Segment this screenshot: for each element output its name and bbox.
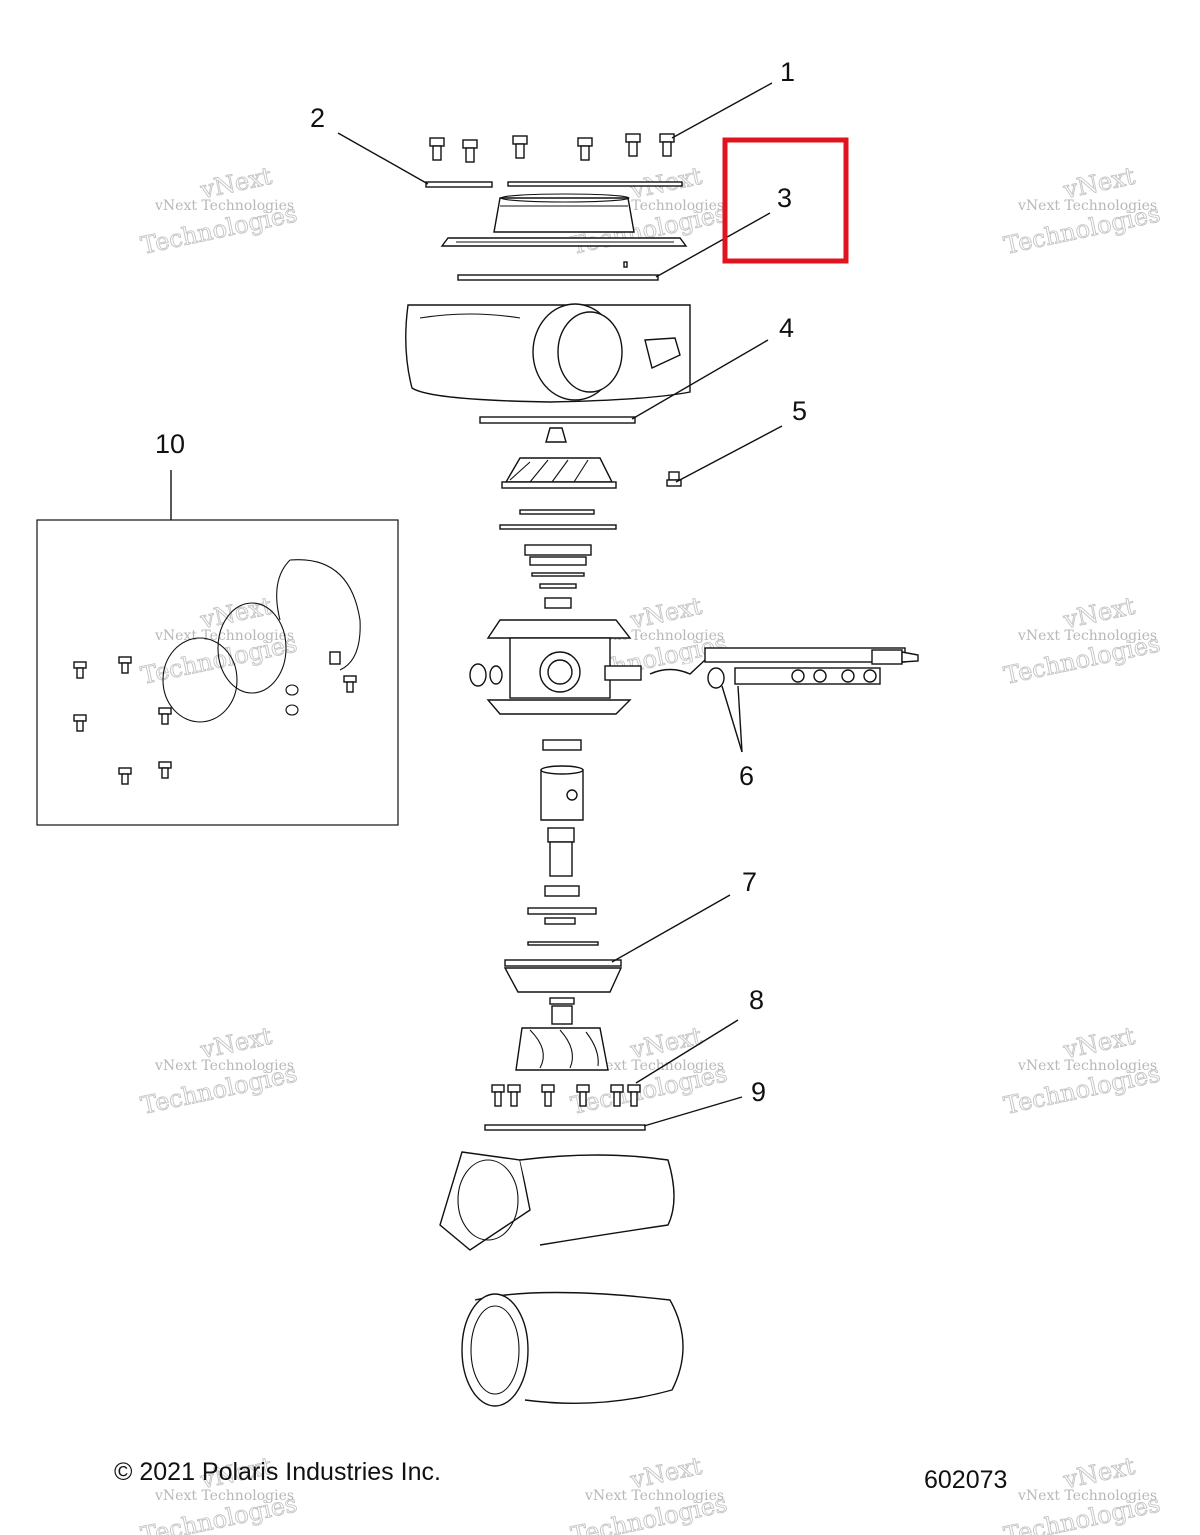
leader-lines <box>170 82 783 1127</box>
shaft-sleeve <box>540 739 584 897</box>
watermark-line2: vNext Technologies <box>584 1488 724 1504</box>
callout-2[interactable]: 2 <box>310 103 325 133</box>
watermark: vNext vNext Technologies Technologies <box>568 1451 730 1535</box>
bolt <box>512 135 528 159</box>
part-6-oil-lines[interactable] <box>649 647 919 689</box>
part-8-turbine-wheel[interactable] <box>515 997 609 1071</box>
watermark: vNext vNext Technologies Technologies <box>138 1021 300 1120</box>
watermark: vNext vNext Technologies Technologies <box>1001 1451 1163 1535</box>
watermark: vNext vNext Technologies Technologies <box>138 161 300 260</box>
copyright-text: © 2021 Polaris Industries Inc. <box>114 1458 441 1486</box>
lower-bolts <box>491 1084 641 1107</box>
watermark-line2: vNext Technologies <box>1017 198 1157 214</box>
part-4-plate[interactable] <box>479 416 636 424</box>
callout-6[interactable]: 6 <box>739 761 754 791</box>
watermark-line2: vNext Technologies <box>1017 1058 1157 1074</box>
callout-3-highlight-box <box>722 137 849 264</box>
watermark-line2: vNext Technologies <box>584 1058 724 1074</box>
compressor-wheel <box>501 427 617 489</box>
part-5-bolt[interactable] <box>666 471 682 487</box>
bolt <box>625 133 641 157</box>
part-1-bolts[interactable] <box>429 133 675 163</box>
watermark-line2: vNext Technologies <box>154 1058 294 1074</box>
diagram-number: 602073 <box>924 1466 1008 1494</box>
callout-9[interactable]: 9 <box>751 1077 766 1107</box>
callout-10[interactable]: 10 <box>155 429 185 459</box>
callout-numbers: 1 2 3 4 5 6 7 8 9 10 <box>155 57 807 1107</box>
bolt <box>429 137 445 161</box>
part-10-kit-box[interactable] <box>36 519 399 826</box>
part-9-gasket[interactable] <box>484 1124 646 1131</box>
center-housing <box>469 619 642 715</box>
seal-stack <box>499 509 617 609</box>
turbine-outlet <box>439 1151 684 1407</box>
bolt <box>577 137 593 161</box>
watermark-line2: vNext Technologies <box>154 1488 294 1504</box>
watermark-line2: vNext Technologies <box>154 198 294 214</box>
callout-7[interactable]: 7 <box>742 867 757 897</box>
watermark-line2: vNext Technologies <box>1017 1488 1157 1504</box>
bolt <box>659 133 675 157</box>
watermark: vNext vNext Technologies Technologies <box>1001 161 1163 260</box>
part-2-plates[interactable] <box>425 181 683 188</box>
callout-3[interactable]: 3 <box>777 183 792 213</box>
callout-1[interactable]: 1 <box>780 57 795 87</box>
part-3-gasket[interactable] <box>457 261 659 281</box>
watermark-line2: vNext Technologies <box>1017 628 1157 644</box>
compressor-cover <box>440 193 688 247</box>
callout-5[interactable]: 5 <box>792 396 807 426</box>
compressor-housing <box>405 303 691 403</box>
bolt <box>462 139 478 163</box>
callout-8[interactable]: 8 <box>749 985 764 1015</box>
watermark: vNext vNext Technologies Technologies <box>138 591 300 690</box>
watermark: vNext vNext Technologies Technologies <box>1001 1021 1163 1120</box>
part-7-backplate[interactable] <box>503 907 623 993</box>
callout-4[interactable]: 4 <box>779 313 794 343</box>
watermark: vNext vNext Technologies Technologies <box>1001 591 1163 690</box>
